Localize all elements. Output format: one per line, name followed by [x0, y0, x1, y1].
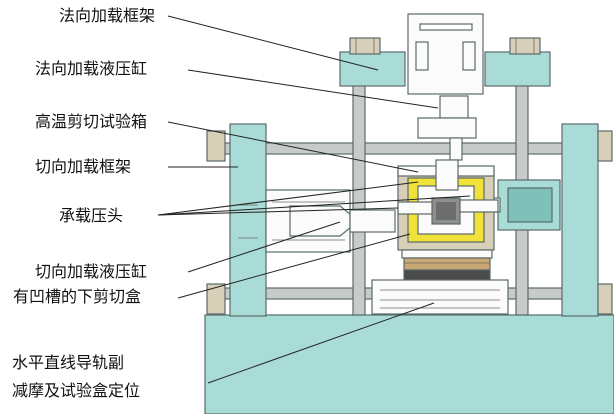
lower-shear-box — [401, 249, 493, 281]
normal-loading-frame — [339, 37, 551, 87]
label-pressure-head: 承载压头 — [59, 206, 123, 225]
label-normal-cylinder: 法向加载液压缸 — [35, 59, 147, 78]
base-platform — [204, 314, 614, 414]
high-temp-shear-box — [397, 159, 499, 251]
normal-hydraulic-cylinder — [407, 13, 484, 161]
label-rail-line1: 水平直线导轨副 — [12, 353, 124, 372]
label-hot-box: 高温剪切试验箱 — [35, 112, 147, 131]
label-rail-line2: 减摩及试验盒定位 — [12, 381, 140, 400]
label-lower-box: 有凹槽的下剪切盒 — [13, 287, 141, 306]
diagram-labels: 法向加载框架 法向加载液压缸 高温剪切试验箱 切向加载框架 承载压头 切向加载液… — [12, 6, 155, 400]
leader-lines — [157, 15, 471, 384]
label-shear-frame: 切向加载框架 — [35, 157, 131, 176]
linear-guide-rail — [371, 279, 509, 315]
label-shear-cylinder: 切向加载液压缸 — [35, 262, 147, 281]
shear-loading-frame — [206, 123, 613, 317]
label-normal-frame: 法向加载框架 — [59, 6, 155, 25]
